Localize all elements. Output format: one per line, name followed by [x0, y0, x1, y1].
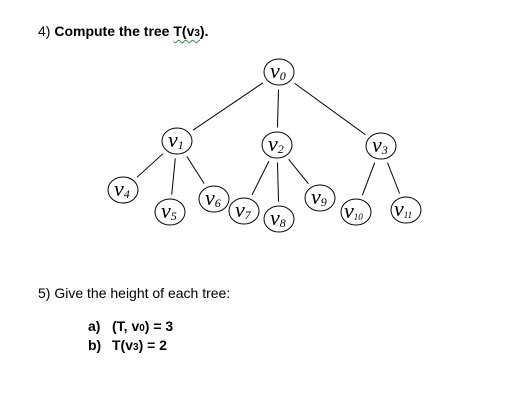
tree-node-label: v8 [270, 205, 286, 230]
tree-node-v0: v0 [263, 58, 295, 86]
question-4-tail: ). [199, 23, 209, 39]
tree-node-label: v2 [268, 131, 284, 156]
question-4: 4) Compute the tree T(v3). [38, 23, 208, 39]
answer-a: a)(T, v0) = 3 [88, 318, 174, 334]
tree-reference: T(v3 [173, 23, 200, 39]
answers-list: a)(T, v0) = 3 b)T(v3) = 2 [88, 318, 173, 356]
tree-node-v6: v6 [198, 185, 230, 213]
tree-node-label: v7 [235, 197, 252, 222]
tree-node-label: v0 [270, 58, 286, 83]
tree-edge-v0-v1 [192, 82, 264, 131]
tree-node-v7: v7 [228, 197, 260, 225]
tree-node-v2: v2 [261, 131, 293, 159]
tree-edge-v1-v6 [186, 156, 205, 184]
tree-node-label: v6 [205, 185, 221, 210]
tree-edge-v0-v3 [294, 82, 366, 136]
tree-diagram: v0 v1 v2 v3 v4 v5 v6 v7 v8 v9 v10 v11 [107, 58, 422, 233]
tree-node-v11: v11 [390, 196, 422, 224]
tree-edge-v0-v2 [276, 89, 280, 128]
tree-edge-v2-v9 [288, 159, 309, 184]
tree-node-v10: v10 [340, 198, 372, 226]
tree-node-label: v4 [114, 176, 130, 201]
question-4-number: 4) [38, 23, 51, 39]
question-5: 5) Give the height of each tree: [38, 285, 231, 301]
tree-edge-v2-v8 [276, 162, 280, 202]
tree-node-v1: v1 [161, 127, 193, 155]
tree-node-v9: v9 [304, 184, 336, 212]
tree-node-v5: v5 [154, 198, 186, 226]
answer-b: b)T(v3) = 2 [88, 337, 167, 353]
tree-node-label: v10 [344, 198, 363, 223]
tree-edge-v3-v10 [361, 162, 376, 196]
tree-edge-v3-v11 [387, 162, 400, 194]
tree-node-v3: v3 [365, 132, 397, 160]
tree-node-v8: v8 [263, 205, 295, 233]
tree-node-label: v11 [394, 196, 412, 221]
tree-node-label: v9 [311, 184, 327, 209]
tree-node-label: v1 [168, 127, 184, 152]
tree-node-label: v3 [372, 132, 388, 157]
tree-node-v4: v4 [107, 176, 139, 204]
tree-edge-v1-v4 [136, 153, 164, 178]
tree-edge-v1-v5 [171, 158, 176, 195]
tree-edge-v2-v7 [251, 160, 270, 196]
question-4-text: Compute the tree [54, 23, 174, 39]
tree-node-label: v5 [161, 198, 177, 223]
